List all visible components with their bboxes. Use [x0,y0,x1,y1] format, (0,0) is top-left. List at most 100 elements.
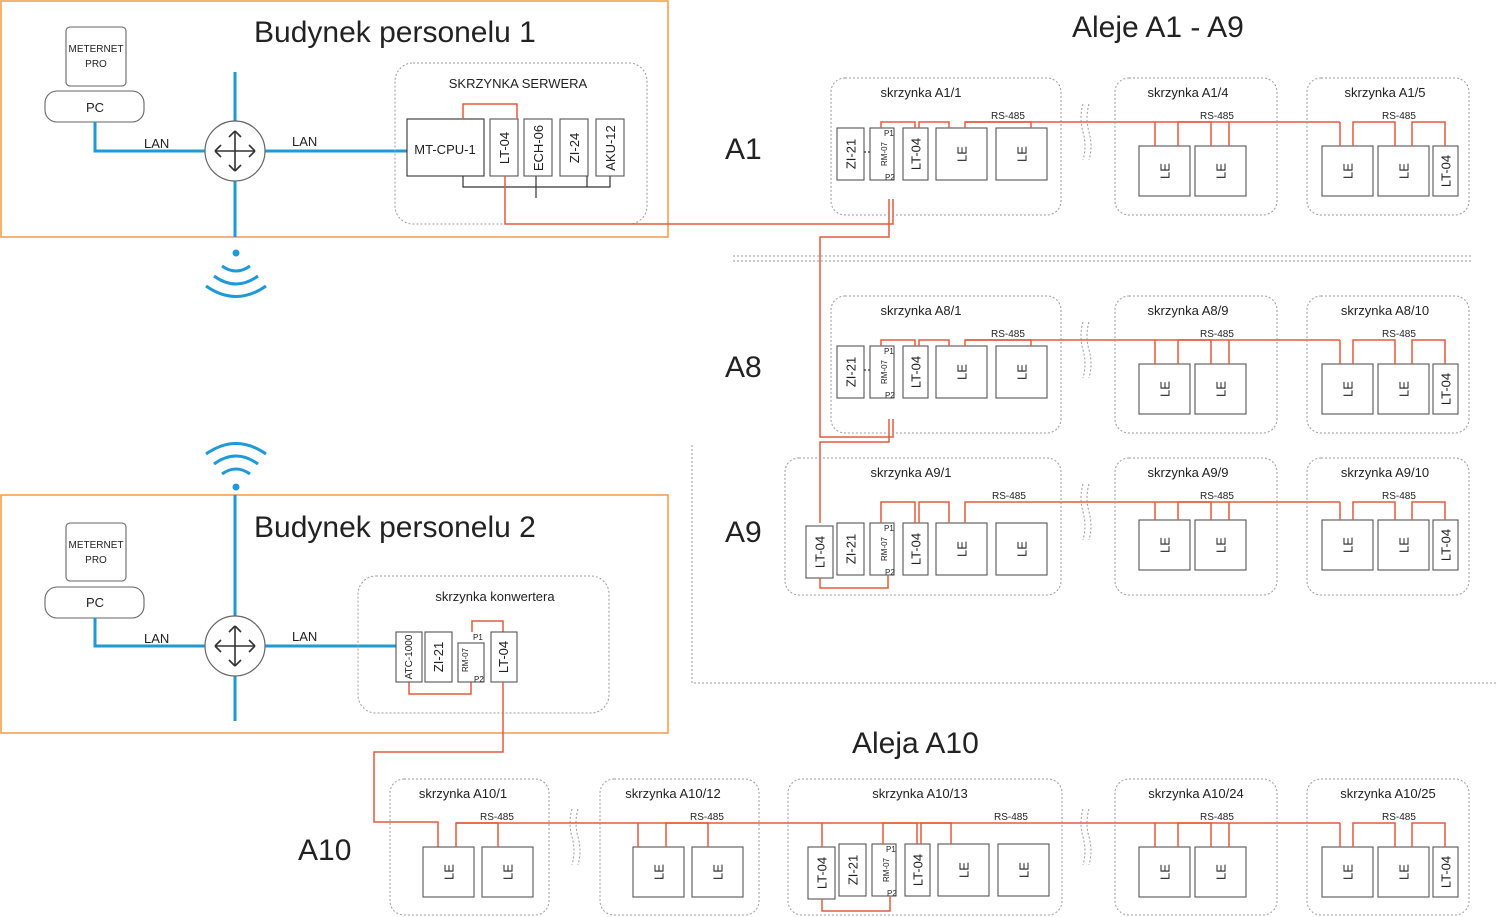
le-module [1377,519,1430,571]
rs485-label: RS-485 [1382,329,1416,340]
box-frame [787,778,1063,916]
server-internal-wire [462,103,518,119]
zi-label: ZI-21 [844,534,859,564]
port-p2: P2 [885,391,895,400]
rs485-wire [1154,121,1230,146]
le-label: LE [1397,381,1412,397]
pc-label: PC [86,100,104,115]
port-p2: P2 [887,889,897,898]
converter-port-p2: P2 [474,675,484,684]
le-module [1194,363,1247,415]
wifi-icon-down [205,249,267,298]
server-box-title: SKRZYNKA SERWERA [449,76,588,91]
lan-cable-pc [93,122,205,153]
lt-label: LT-04 [911,854,926,886]
rm-label: RM-07 [882,857,891,882]
rm-module [869,127,895,181]
le-module [1138,145,1191,197]
meternet-label-2: PRO [85,555,107,566]
le-label: LE [1341,537,1356,553]
rs485-wire [1154,339,1230,364]
converter-rm-07-module [457,642,485,683]
le-label: LE [1158,381,1173,397]
box-frame [830,295,1062,434]
le-label: LE [1017,862,1032,878]
rs485-wire [821,822,952,847]
lead-wire [819,575,889,589]
le-module [1321,846,1374,898]
break-mark [569,808,581,866]
row-label-a10: A10 [298,834,351,867]
row-label-a8: A8 [725,351,762,384]
le-label: LE [955,146,970,162]
server-module-ech-06 [523,118,553,177]
box-title: skrzynka A9/1 [871,465,952,480]
lt-label: LT-04 [1439,373,1454,405]
server-module-label: ZI-24 [567,133,582,163]
zi-label: ZI-21 [844,139,859,169]
box-frame [1114,77,1278,216]
rs485-label: RS-485 [480,812,514,823]
box-frame [1306,295,1470,434]
rs485-wire [964,121,1032,128]
alley-10-title: Aleja A10 [852,727,979,760]
network-switch-icon-2 [204,615,266,677]
le-label: LE [1397,864,1412,880]
converter-zi-21-module [424,631,453,683]
le-module [1194,145,1247,197]
port-p2: P2 [885,568,895,577]
rs485-label: RS-485 [1382,491,1416,502]
port-p1: P1 [884,347,894,356]
atc-1000-module [395,631,423,683]
rs485-label: RS-485 [1200,812,1234,823]
rs485-label: RS-485 [1200,111,1234,122]
le-module [1138,363,1191,415]
port-p1: P1 [884,524,894,533]
lt-label: LT-04 [815,857,830,889]
converter-zi-21-label: ZI-21 [431,642,446,672]
le-label: LE [1214,537,1229,553]
le-module [935,522,988,576]
building-2-title: Budynek personelu 2 [254,511,536,544]
le-module [1377,363,1430,415]
rs485-label: RS-485 [690,812,724,823]
box-title: skrzynka A10/13 [872,786,967,801]
box-frame [1114,778,1278,916]
le-module [1194,846,1247,898]
rs485-label: RS-485 [1200,329,1234,340]
box-frame [784,457,1062,596]
box-title: skrzynka A8/1 [881,303,962,318]
le-module [995,345,1048,399]
building-1-network: METERNET PRO PC LAN LAN SKRZYNKA SERWERA… [44,26,648,298]
box-frame [830,77,1062,216]
converter-port-p1: P1 [473,633,483,642]
lt-label: LT-04 [1439,529,1454,561]
le-module [1377,145,1430,197]
box-frame [1114,457,1278,596]
rs485-label: RS-485 [991,111,1025,122]
lt-label: LT-04 [909,138,924,170]
le-module [1321,145,1374,197]
box-title: skrzynka A10/25 [1340,786,1435,801]
rs485-label: RS-485 [1200,491,1234,502]
box-title: skrzynka A1/1 [881,85,962,100]
lt-module [805,525,834,579]
lt-module [1432,145,1459,197]
le-label: LE [1341,381,1356,397]
rs485-wire [455,822,499,847]
alleys-title: Aleje A1 - A9 [1072,11,1244,44]
port-p1: P1 [886,845,896,854]
rs485-label: RS-485 [994,812,1028,823]
box-title: skrzynka A10/24 [1148,786,1243,801]
rs485-wire [880,121,950,128]
zi-module [838,843,867,897]
rm-label: RM-07 [880,536,889,561]
lt-module [1432,846,1459,898]
zi-module [836,127,865,181]
converter-lt-04-module [490,631,518,683]
rs485-wire [1154,822,1230,847]
le-label: LE [442,864,457,880]
le-label: LE [1214,381,1229,397]
lan-label-4: LAN [292,629,317,644]
